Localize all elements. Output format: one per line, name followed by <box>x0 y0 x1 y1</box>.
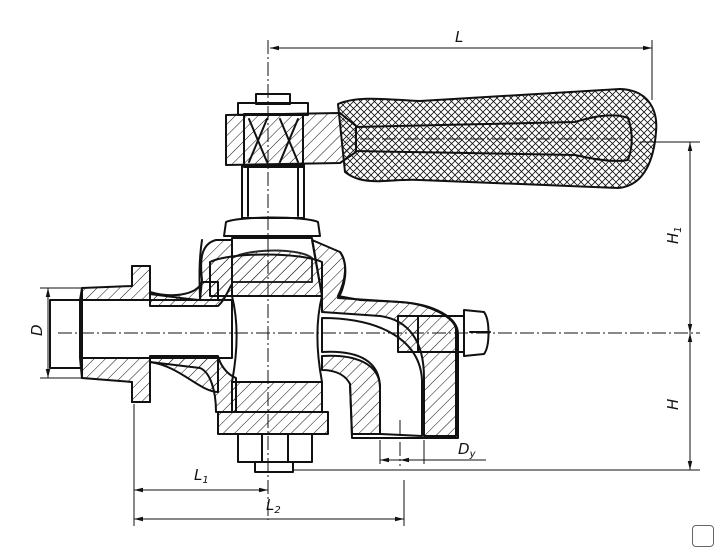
svg-text:Dу: Dу <box>458 440 477 460</box>
label-Dy: D <box>458 440 470 458</box>
dimension-L2: L2 <box>134 480 405 526</box>
corner-logo-icon <box>692 525 714 547</box>
dimension-L: L <box>270 28 653 100</box>
bottom-nut <box>237 433 313 463</box>
dimension-H: H <box>292 333 700 471</box>
label-H1-sub: 1 <box>673 226 684 232</box>
dimension-H1: H1 <box>640 141 700 333</box>
inlet-fitting <box>49 265 233 403</box>
socket-cross <box>248 118 299 163</box>
label-L1: L <box>194 466 202 484</box>
side-plug <box>397 309 491 357</box>
dimension-Dy: Dу <box>379 440 486 464</box>
svg-text:L2: L2 <box>266 496 281 516</box>
valve-body <box>149 237 491 473</box>
top-nut <box>237 93 309 116</box>
gland <box>223 216 321 237</box>
label-Dy-sub: у <box>469 449 477 460</box>
label-L: L <box>455 28 463 46</box>
label-L2-sub: 2 <box>274 505 280 516</box>
label-L2: L <box>266 496 274 514</box>
label-H: H <box>664 399 682 410</box>
label-H1: H <box>664 233 682 244</box>
svg-text:L1: L1 <box>194 466 209 486</box>
dimension-L1: L1 <box>133 404 268 526</box>
label-D: D <box>28 324 46 336</box>
dimension-D: D <box>28 287 82 379</box>
handle-lever <box>225 112 357 166</box>
handle-slot <box>355 114 633 162</box>
label-L1-sub: 1 <box>202 475 208 486</box>
svg-text:H1: H1 <box>664 226 684 244</box>
stem <box>241 164 305 219</box>
handle <box>225 88 658 189</box>
